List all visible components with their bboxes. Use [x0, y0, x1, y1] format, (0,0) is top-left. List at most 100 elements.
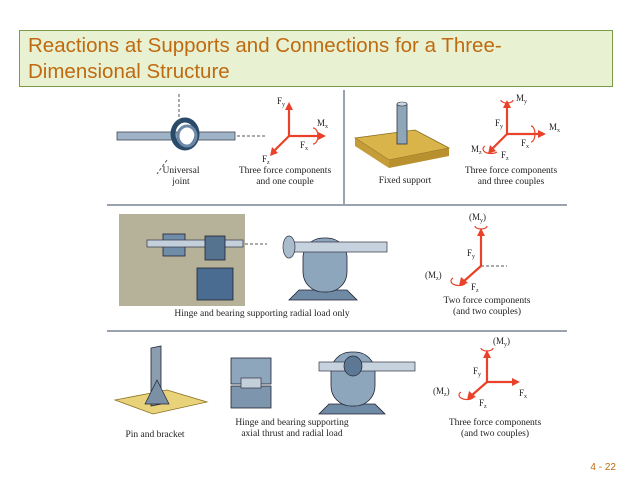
title-line-1: Reactions at Supports and Connections fo… [28, 34, 502, 57]
svg-text:Fx: Fx [521, 138, 529, 150]
label-my-radial-sub: y [480, 218, 483, 224]
svg-text:Mx: Mx [549, 122, 560, 134]
svg-text:Fz: Fz [501, 150, 509, 162]
panel-hinge-radial: (My) Fy (Mz) Fz Hinge and bearing suppor… [107, 208, 567, 328]
label-fx-axial: F [519, 388, 524, 398]
svg-text:Fz: Fz [262, 154, 270, 166]
svg-text:(My): (My) [493, 336, 510, 348]
row3-illustration: (My) Fy Fx (Mz) Fz [113, 336, 527, 415]
caption-pin-bracket: Pin and bracket [125, 430, 185, 440]
reaction-radial-2: (and two couples) [452, 307, 522, 317]
label-my-axial: (M [493, 336, 504, 346]
svg-text:Mz: Mz [471, 144, 482, 156]
label-fx-fixed-sub: x [526, 144, 529, 150]
label-fy-axial: F [473, 366, 478, 376]
caption-universal-joint: Universal joint [151, 166, 211, 188]
hinge-axial-illustration [230, 357, 272, 409]
reaction-fixed-support: Three force components and three couples [455, 166, 567, 188]
label-fx: F [300, 140, 305, 150]
label-mz-fixed-sub: z [479, 150, 482, 156]
reaction-axes-fixed: My Fy Mx Fx Mz Fz [471, 93, 560, 162]
label-fx-fixed: F [521, 138, 526, 148]
label-fy: F [277, 96, 282, 106]
reaction-hinge-axial: Three force components (and two couples) [433, 418, 557, 440]
label-mz-axial: (M [433, 386, 444, 396]
svg-text:Fy: Fy [473, 366, 481, 378]
caption-universal-1: Universal [162, 166, 200, 176]
label-my-axial-close: ) [507, 336, 510, 346]
svg-text:Fx: Fx [519, 388, 527, 400]
label-fy-fixed: F [495, 118, 500, 128]
reaction-axes-hinge-axial: (My) Fy Fx (Mz) Fz [433, 336, 527, 410]
label-fz-radial-sub: z [476, 288, 479, 294]
label-fx-sub: x [305, 146, 308, 152]
label-my-radial: (M [469, 212, 480, 222]
label-my-radial-close: ) [483, 212, 486, 222]
label-fx-axial-sub: x [524, 394, 527, 400]
label-fz-axial-sub: z [484, 404, 487, 410]
row-divider-1 [107, 204, 567, 206]
caption-axial-2: axial thrust and radial load [241, 429, 343, 439]
reaction-radial-1: Two force components [443, 296, 531, 306]
universal-joint-illustration: Fy Fx Mx Fz [116, 94, 328, 175]
title-line-2: Dimensional Structure [28, 60, 230, 83]
label-mz-radial: (M [425, 270, 436, 280]
label-fy-sub: y [282, 102, 285, 108]
label-mz-radial-sub: z [436, 276, 439, 282]
row-divider-2 [107, 330, 567, 332]
svg-text:Fx: Fx [300, 140, 308, 152]
reaction-hinge-radial: Two force components (and two couples) [427, 296, 547, 318]
label-fz-radial: F [471, 282, 476, 292]
reaction-axes-hinge-radial: (My) Fy (Mz) Fz [425, 212, 507, 294]
label-fy-radial: F [467, 248, 472, 258]
label-fz-sub: z [267, 160, 270, 166]
svg-text:Fz: Fz [471, 282, 479, 294]
reaction-axes-universal: Fy Fx Mx Fz [262, 96, 328, 166]
label-mz-axial-close: ) [447, 386, 450, 396]
caption-axial-1: Hinge and bearing supporting [235, 418, 349, 428]
svg-text:(Mz): (Mz) [425, 270, 442, 282]
reaction-fixed-2: and three couples [477, 177, 545, 187]
caption-hinge-axial: Hinge and bearing supporting axial thrus… [217, 418, 367, 440]
label-mz-axial-sub: z [444, 392, 447, 398]
reaction-universal-joint: Three force components and one couple [227, 166, 343, 188]
label-mx-fixed: M [549, 122, 557, 132]
svg-text:(My): (My) [469, 212, 486, 224]
pin-bracket-illustration [113, 345, 209, 415]
hinge-radial-illustration: (My) Fy (Mz) Fz [119, 212, 507, 306]
panel-universal-joint: Fy Fx Mx Fz Universal joint Three force … [107, 90, 343, 203]
label-fz: F [262, 154, 267, 164]
svg-text:My: My [516, 93, 527, 105]
label-my-axial-sub: y [504, 342, 507, 348]
column-divider-1 [343, 90, 345, 204]
label-mz-fixed: M [471, 144, 479, 154]
label-mx-fixed-sub: x [557, 128, 560, 134]
label-my-fixed-sub: y [524, 99, 527, 105]
panel-row-3: (My) Fy Fx (Mz) Fz Pin and bracket Hinge… [107, 334, 567, 448]
label-fz-fixed: F [501, 150, 506, 160]
title-box: Reactions at Supports and Connections fo… [19, 30, 613, 87]
reaction-universal-1: Three force components [238, 166, 332, 176]
svg-text:(Mz): (Mz) [433, 386, 450, 398]
support-diagram: Fy Fx Mx Fz Universal joint Three force … [107, 90, 567, 448]
label-fy-radial-sub: y [472, 254, 475, 260]
caption-hinge-radial: Hinge and bearing supporting radial load… [174, 309, 350, 319]
reaction-axial-1: Three force components [448, 418, 542, 428]
svg-text:Mx: Mx [317, 118, 328, 130]
label-fy-fixed-sub: y [500, 124, 503, 130]
label-my-fixed: M [516, 93, 524, 103]
svg-text:Fy: Fy [495, 118, 503, 130]
label-mx: M [317, 118, 325, 128]
svg-text:Fy: Fy [277, 96, 285, 108]
label-fz-fixed-sub: z [506, 156, 509, 162]
label-mz-radial-close: ) [439, 270, 442, 280]
bearing-axial-illustration [318, 351, 416, 415]
label-mx-sub: x [325, 124, 328, 130]
reaction-fixed-1: Three force components [464, 166, 558, 176]
svg-text:Fy: Fy [467, 248, 475, 260]
caption-fixed-support: Fixed support [378, 176, 432, 186]
reaction-universal-2: and one couple [256, 177, 314, 187]
reaction-axial-2: (and two couples) [460, 429, 530, 439]
slide-title: Reactions at Supports and Connections fo… [28, 33, 502, 85]
